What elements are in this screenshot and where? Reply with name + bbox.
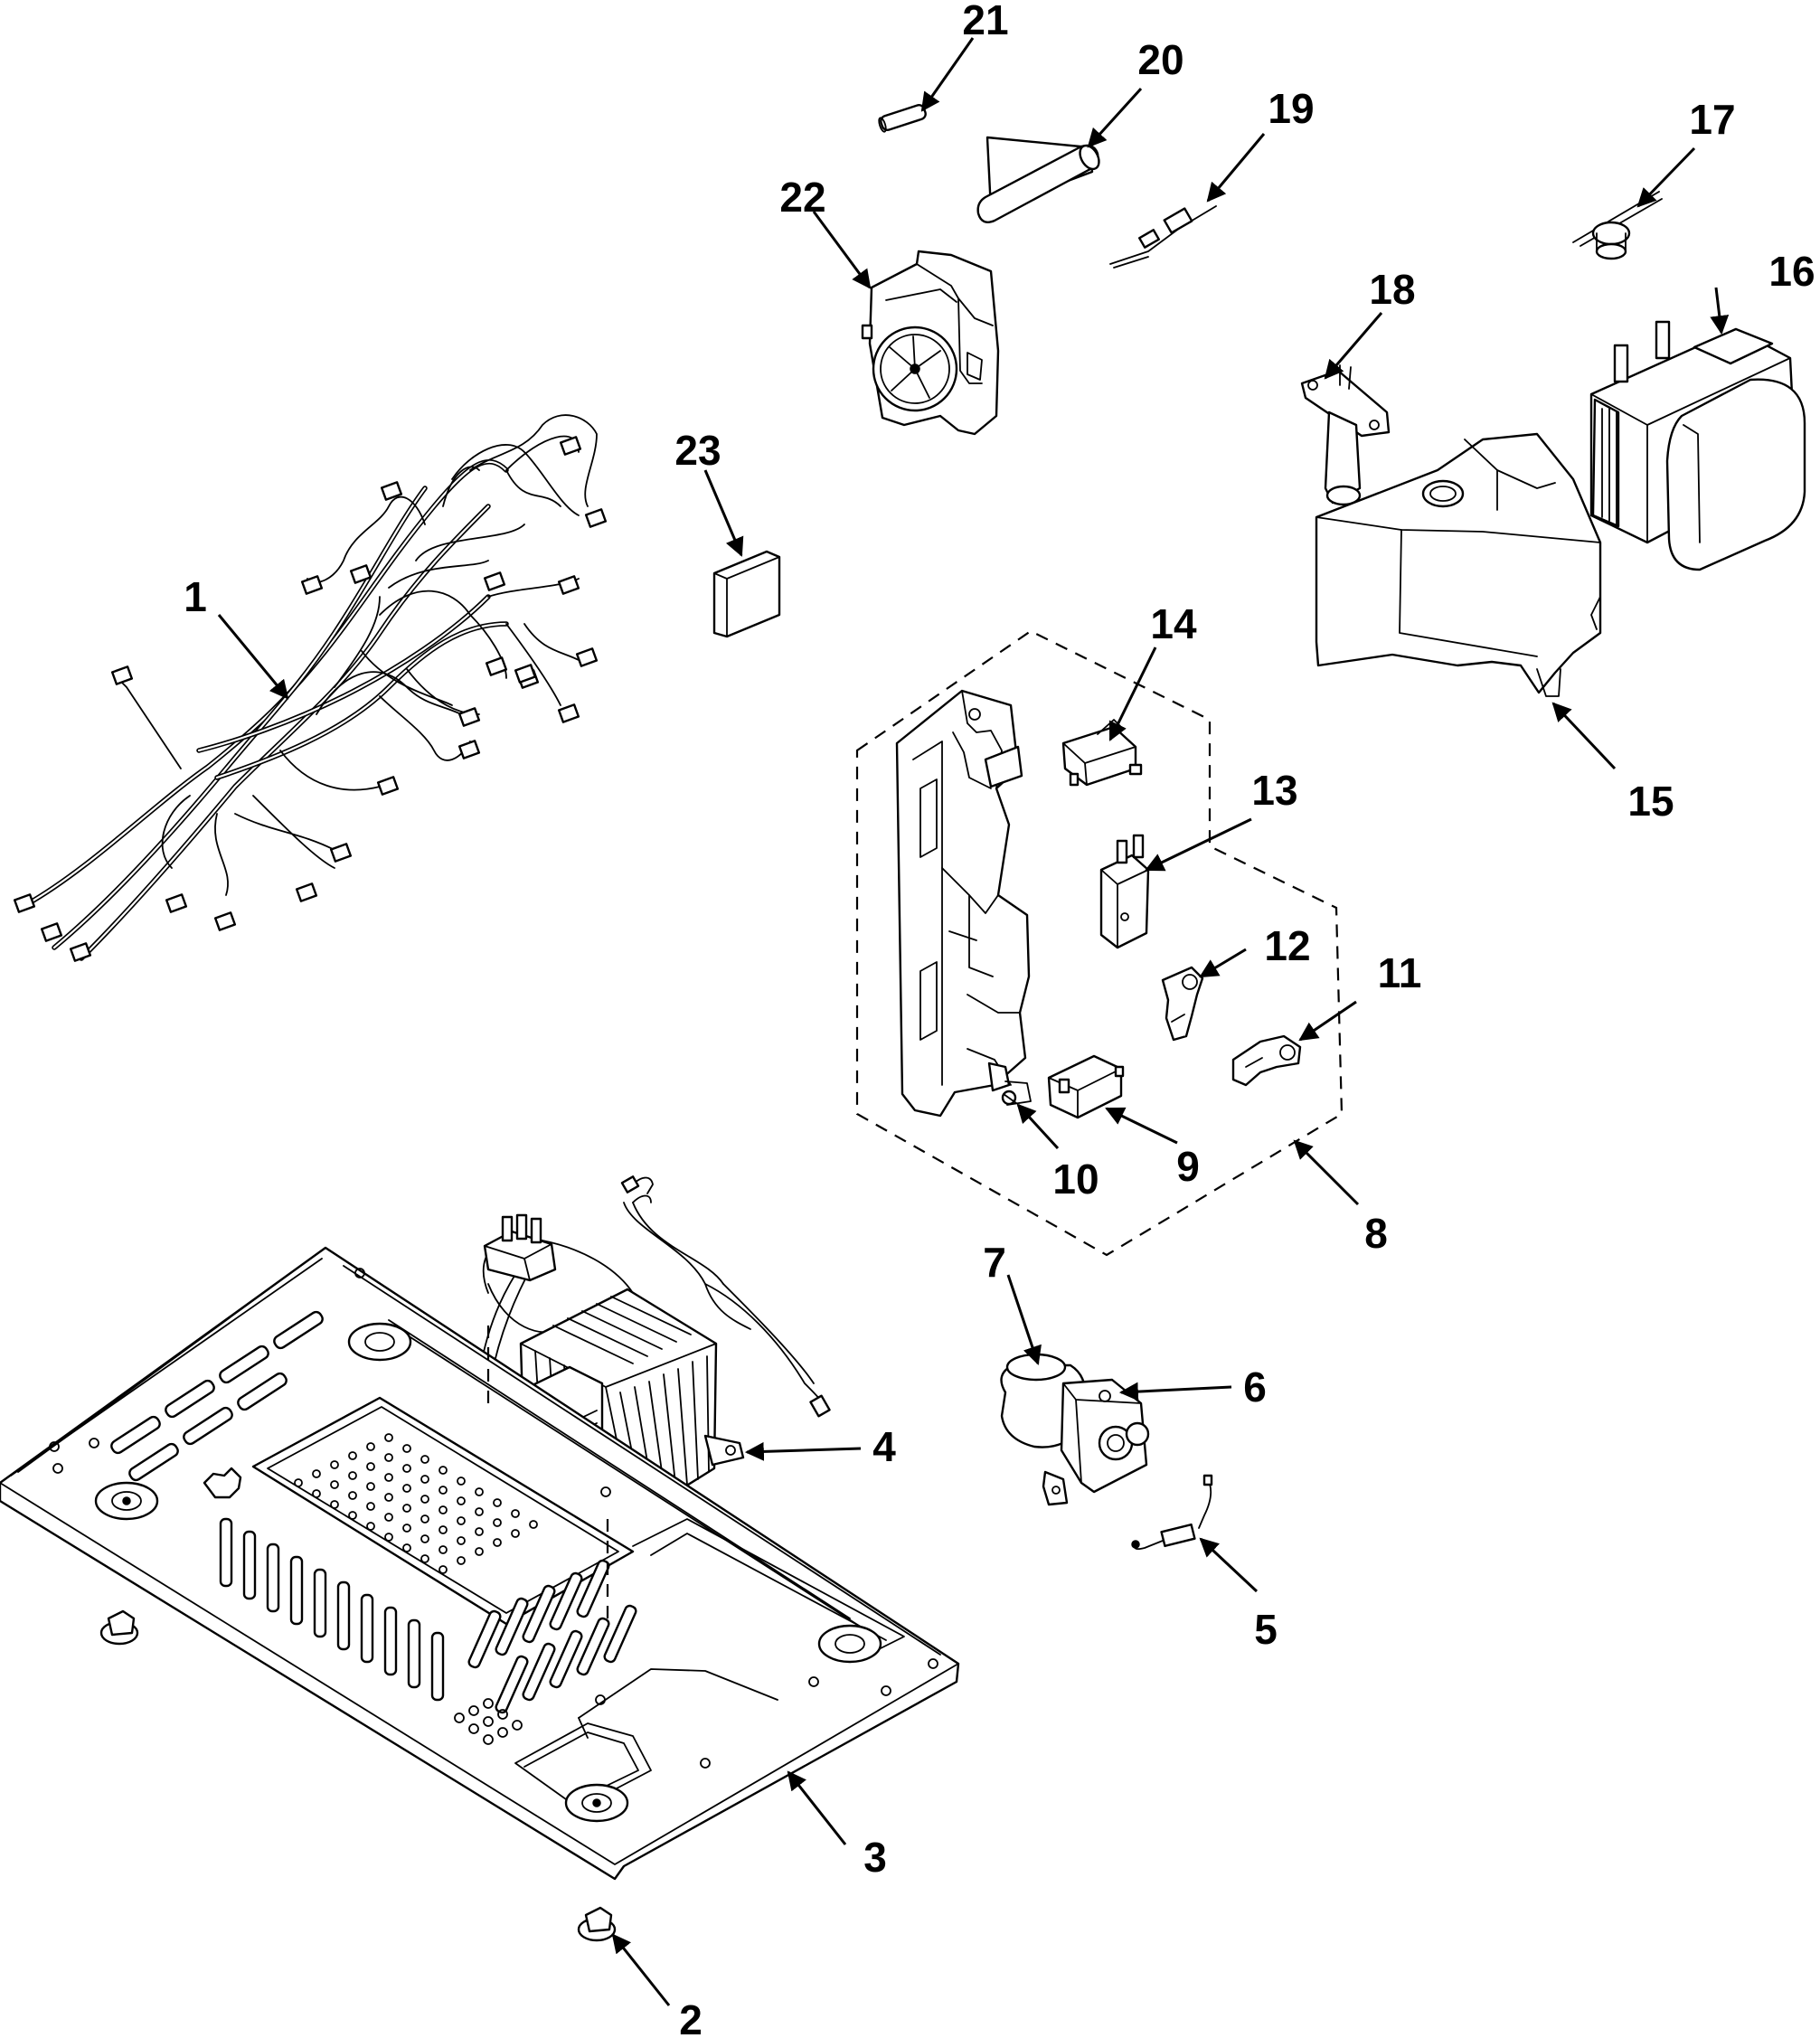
callout-8: 8 bbox=[1364, 1210, 1388, 1257]
callout-7: 7 bbox=[983, 1239, 1006, 1286]
callout-20: 20 bbox=[1137, 36, 1183, 83]
leader-lines bbox=[217, 37, 1730, 2006]
diagonal-slots bbox=[467, 1559, 637, 1714]
vent-slots bbox=[110, 1310, 324, 1482]
callout-23: 23 bbox=[674, 427, 721, 474]
part-1-wire-harness bbox=[13, 414, 608, 962]
plate-bosses bbox=[94, 1322, 882, 1823]
part-22-fan-motor bbox=[861, 250, 1000, 436]
callout-5: 5 bbox=[1254, 1606, 1278, 1653]
callout-3: 3 bbox=[863, 1834, 887, 1881]
callout-19: 19 bbox=[1268, 85, 1314, 132]
callout-16: 16 bbox=[1768, 248, 1815, 295]
part-9-micro-switch bbox=[1047, 1054, 1125, 1119]
part-6-7-capacitor bbox=[1000, 1353, 1150, 1506]
callout-22: 22 bbox=[779, 174, 825, 221]
plate-small-holes bbox=[49, 1268, 938, 1769]
part-2-foot bbox=[99, 1609, 617, 1942]
vertical-slots bbox=[219, 1517, 445, 1702]
part-8-latch-assembly bbox=[855, 629, 1344, 1257]
part-12-lever bbox=[1161, 966, 1204, 1042]
part-15-waveguide bbox=[1315, 432, 1602, 697]
part-17-thermostat bbox=[1572, 191, 1663, 260]
callout-15: 15 bbox=[1627, 778, 1674, 825]
callout-13: 13 bbox=[1251, 767, 1297, 814]
callout-2: 2 bbox=[679, 1996, 703, 2038]
part-5-diode bbox=[1131, 1474, 1213, 1551]
callout-14: 14 bbox=[1150, 600, 1197, 647]
part-10-spring bbox=[1001, 1090, 1017, 1106]
part-16-magnetron bbox=[1589, 320, 1806, 571]
callout-21: 21 bbox=[962, 0, 1008, 43]
vent-holes bbox=[294, 1433, 538, 1574]
part-18-capacitor bbox=[1300, 364, 1391, 506]
front-holes bbox=[454, 1698, 523, 1745]
part-19-fuse-wire bbox=[1109, 205, 1217, 269]
callout-17: 17 bbox=[1689, 96, 1735, 143]
part-13-micro-switch bbox=[1099, 834, 1150, 949]
callout-10: 10 bbox=[1052, 1156, 1099, 1203]
callout-9: 9 bbox=[1176, 1143, 1200, 1190]
part-21-pin bbox=[878, 104, 927, 133]
part-23-box bbox=[712, 550, 781, 638]
part-14-micro-switch bbox=[1061, 719, 1143, 787]
callout-18: 18 bbox=[1369, 266, 1415, 313]
part-20-cylinder bbox=[976, 136, 1100, 223]
callout-1: 1 bbox=[184, 573, 207, 620]
callout-4: 4 bbox=[872, 1423, 896, 1470]
part-11-lever bbox=[1231, 1034, 1302, 1087]
callout-labels: 1 2 3 4 5 6 7 8 9 10 11 12 13 14 15 16 1… bbox=[184, 0, 1815, 2038]
callout-12: 12 bbox=[1264, 922, 1310, 969]
part-3-base-plate bbox=[0, 1246, 960, 1881]
harness-connectors bbox=[13, 436, 608, 962]
callout-11: 11 bbox=[1378, 949, 1422, 996]
callout-6: 6 bbox=[1243, 1363, 1267, 1411]
